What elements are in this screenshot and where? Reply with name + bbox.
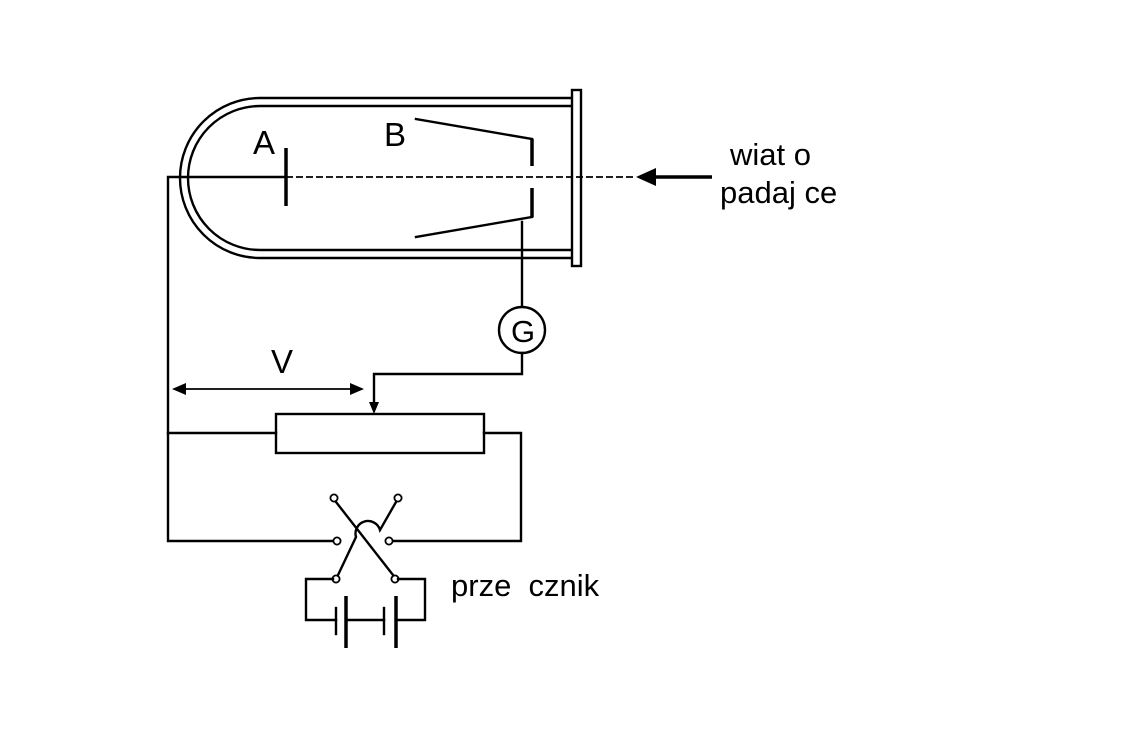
- label-v: V: [271, 343, 293, 380]
- label-a: A: [253, 124, 275, 161]
- wire-slider: [372, 351, 524, 406]
- label-g: G: [511, 314, 535, 349]
- wire-pot-right: [390, 431, 523, 543]
- battery: [304, 577, 427, 648]
- label-b: B: [384, 116, 406, 153]
- label-switch: prze cznik: [451, 568, 600, 603]
- tube-window: [570, 88, 583, 268]
- label-light-line2: padaj ce: [720, 175, 837, 210]
- reversing-switch: [329, 493, 403, 584]
- slider-arrowhead: [369, 402, 379, 414]
- wire-anode: [166, 175, 336, 543]
- light-arrow: [636, 168, 712, 186]
- voltage-arrow: [172, 383, 364, 395]
- label-light-line1: wiat o: [729, 137, 811, 172]
- potentiometer: [274, 412, 486, 455]
- electrode-b: [414, 117, 534, 239]
